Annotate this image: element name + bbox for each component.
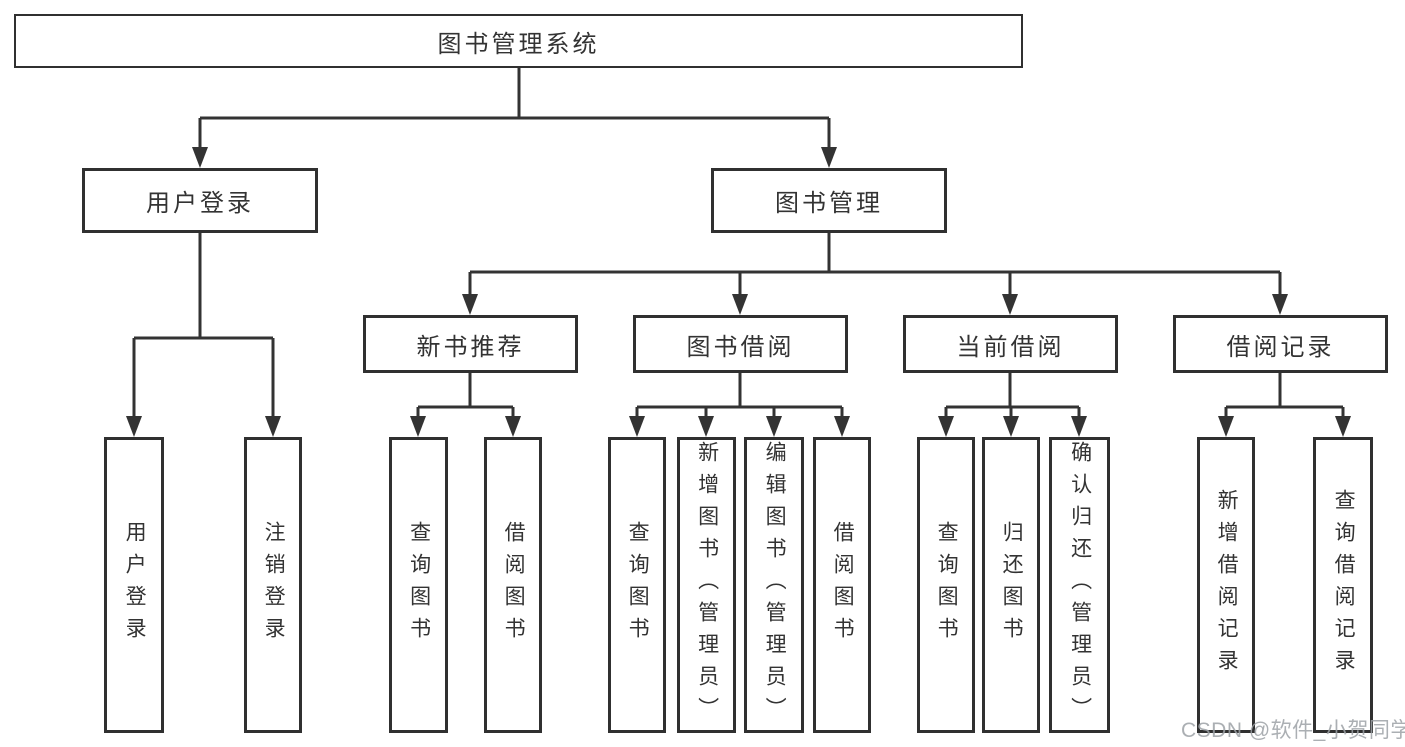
- node-book-borrow: 图书借阅: [633, 315, 848, 373]
- node-current-borrow: 当前借阅: [903, 315, 1118, 373]
- leaf-borrow-add-book-admin-label: 新增图书（管理员）: [695, 441, 719, 729]
- leaf-recommend-query-books: 查询图书: [389, 437, 448, 733]
- leaf-borrow-edit-book-admin: 编辑图书（管理员）: [744, 437, 804, 733]
- node-user-login: 用户登录: [82, 168, 318, 233]
- node-user-login-label: 用户登录: [146, 190, 254, 217]
- leaf-records-query-record-label: 查询借阅记录: [1332, 489, 1356, 681]
- leaf-records-query-record: 查询借阅记录: [1313, 437, 1373, 733]
- leaf-current-return-books-label: 归还图书: [1000, 521, 1024, 649]
- leaf-borrow-edit-book-admin-label: 编辑图书（管理员）: [763, 441, 787, 729]
- leaf-logout: 注销登录: [244, 437, 302, 733]
- watermark: CSDN @软件_小贺同学: [1181, 719, 1405, 742]
- node-borrow-records-label: 借阅记录: [1226, 333, 1335, 361]
- node-root-label: 图书管理系统: [437, 30, 600, 58]
- node-book-management-label: 图书管理: [775, 190, 883, 217]
- leaf-records-add-record: 新增借阅记录: [1197, 437, 1255, 733]
- leaf-borrow-query-books-label: 查询图书: [626, 521, 650, 649]
- node-new-book-recommend-label: 新书推荐: [416, 333, 525, 361]
- node-book-management: 图书管理: [711, 168, 947, 233]
- leaf-current-confirm-return-admin-label: 确认归还（管理员）: [1068, 441, 1092, 729]
- leaf-borrow-query-books: 查询图书: [608, 437, 666, 733]
- leaf-recommend-borrow-books-label: 借阅图书: [502, 521, 526, 649]
- leaf-records-add-record-label: 新增借阅记录: [1215, 489, 1239, 681]
- leaf-logout-label: 注销登录: [262, 521, 286, 649]
- leaf-recommend-query-books-label: 查询图书: [407, 521, 431, 649]
- leaf-current-return-books: 归还图书: [982, 437, 1040, 733]
- leaf-recommend-borrow-books: 借阅图书: [484, 437, 542, 733]
- leaf-borrow-borrow-books-label: 借阅图书: [831, 521, 855, 649]
- leaf-current-confirm-return-admin: 确认归还（管理员）: [1049, 437, 1110, 733]
- node-current-borrow-label: 当前借阅: [956, 333, 1065, 361]
- leaf-current-query-books-label: 查询图书: [935, 521, 959, 649]
- leaf-user-login-label: 用户登录: [123, 521, 147, 649]
- node-root: 图书管理系统: [14, 14, 1023, 68]
- node-borrow-records: 借阅记录: [1173, 315, 1388, 373]
- leaf-user-login: 用户登录: [104, 437, 164, 733]
- leaf-borrow-borrow-books: 借阅图书: [813, 437, 871, 733]
- leaf-current-query-books: 查询图书: [917, 437, 975, 733]
- leaf-borrow-add-book-admin: 新增图书（管理员）: [677, 437, 736, 733]
- node-new-book-recommend: 新书推荐: [363, 315, 578, 373]
- node-book-borrow-label: 图书借阅: [686, 333, 795, 361]
